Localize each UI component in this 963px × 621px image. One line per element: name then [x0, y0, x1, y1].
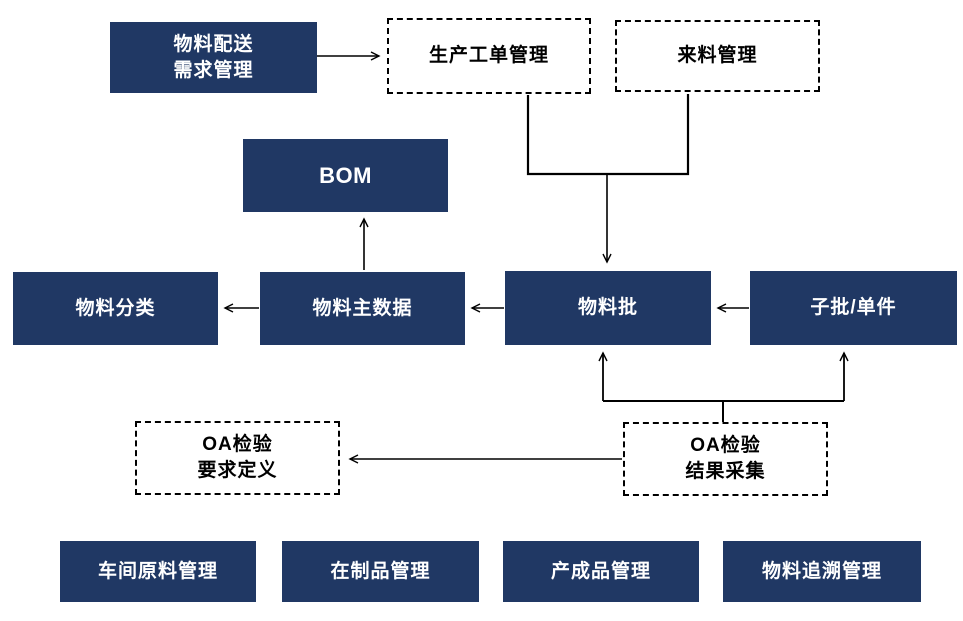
node-qa-inspection-requirement-definition: OA检验 要求定义 — [135, 421, 340, 495]
node-incoming-material: 来料管理 — [615, 20, 820, 92]
node-material-batch: 物料批 — [505, 271, 711, 345]
node-material-traceability-management: 物料追溯管理 — [723, 541, 921, 602]
node-bom: BOM — [243, 139, 448, 212]
edge-top-merge-bracket — [526, 94, 690, 176]
node-workshop-raw-material-management: 车间原料管理 — [60, 541, 256, 602]
node-material-delivery-demand: 物料配送 需求管理 — [110, 22, 317, 93]
node-material-category: 物料分类 — [13, 272, 218, 345]
node-qa-inspection-result-collection: OA检验 结果采集 — [623, 422, 828, 496]
node-finished-goods-management: 产成品管理 — [503, 541, 699, 602]
edge-qa-result-bracket — [603, 400, 844, 423]
node-production-work-order: 生产工单管理 — [387, 18, 591, 94]
node-wip-management: 在制品管理 — [282, 541, 479, 602]
node-material-master-data: 物料主数据 — [260, 272, 465, 345]
node-sub-batch-unit: 子批/单件 — [750, 271, 957, 345]
